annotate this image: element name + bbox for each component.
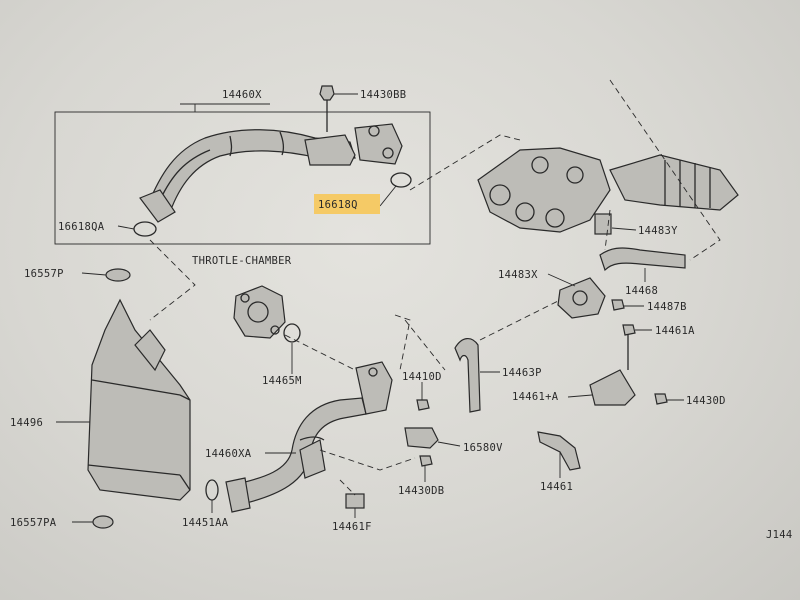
label-14451aa: 14451AA — [182, 517, 229, 529]
label-14483y: 14483Y — [638, 225, 678, 237]
clip-14461f — [345, 493, 365, 509]
o-ring-14451aa — [205, 479, 219, 501]
label-14410d: 14410D — [402, 371, 442, 383]
dash-line-6 — [404, 319, 446, 371]
pipe-bracket — [304, 134, 356, 166]
leader-14483y — [611, 227, 637, 231]
dash-line-9 — [479, 299, 561, 341]
dash-line-5 — [609, 79, 721, 261]
bracket-14461 — [537, 431, 581, 471]
bolt-14430db — [419, 455, 433, 467]
label-14461a: 14461A — [655, 325, 695, 337]
intake-pipe-lower — [225, 361, 393, 513]
o-ring-16618q — [390, 172, 412, 188]
label-14430bb: 14430BB — [360, 89, 406, 101]
label-14430d: 14430D — [686, 395, 726, 407]
label-14461-plus-a: 14461+A — [512, 391, 559, 403]
cap-16557pa — [92, 515, 114, 529]
dash-line-1 — [409, 134, 521, 191]
dash-line-2 — [149, 239, 196, 321]
leader-14461pa — [567, 394, 593, 398]
bracket-14461a — [589, 324, 668, 406]
label-14496: 14496 — [10, 417, 43, 429]
label-16618qa: 16618QA — [58, 221, 105, 233]
label-14483x: 14483X — [498, 269, 538, 281]
dash-line-10 — [604, 209, 611, 251]
o-ring-16618qa — [133, 221, 157, 237]
sensor-16580v — [404, 427, 439, 449]
label-16557p: 16557P — [24, 268, 64, 280]
sensor-14483y — [594, 213, 612, 235]
cap-16557p — [105, 268, 131, 282]
hose-14463p — [454, 338, 481, 413]
part-highlight — [314, 194, 380, 214]
leader-16618q — [379, 185, 397, 207]
pipe-bracket-lower — [299, 439, 326, 479]
label-14461f: 14461F — [332, 521, 372, 533]
leader-16580v — [437, 441, 461, 447]
label-14460xa: 14460XA — [205, 448, 252, 460]
leader-14483x — [547, 273, 576, 287]
label-14487b: 14487B — [647, 301, 687, 313]
leader-16557p — [81, 272, 107, 276]
label-14461: 14461 — [540, 481, 573, 493]
label-16580v: 16580V — [463, 442, 503, 454]
pipe-end-clamp — [139, 189, 176, 223]
turbo-manifold-assembly — [477, 147, 739, 233]
dash-line-4 — [394, 314, 411, 371]
dash-line-3 — [284, 334, 356, 371]
label-16557pa: 16557PA — [10, 517, 57, 529]
valve-14483x — [557, 277, 625, 319]
label-throttle-chamber: THROTLE-CHAMBER — [192, 255, 292, 267]
o-ring-14465m — [283, 323, 301, 343]
label-14460x: 14460X — [222, 89, 262, 101]
label-14463p: 14463P — [502, 367, 542, 379]
dash-line-8 — [339, 479, 356, 496]
label-16618q: 16618Q — [318, 199, 358, 211]
label-14465m: 14465M — [262, 375, 302, 387]
label-14430db: 14430DB — [398, 485, 444, 497]
label-14468: 14468 — [625, 285, 658, 297]
hose-14468 — [599, 247, 686, 272]
bolt-14430bb — [319, 85, 335, 132]
bolt-14410d — [416, 399, 430, 411]
leader-16618qa — [117, 225, 135, 230]
dash-line-7 — [319, 449, 416, 471]
intercooler-14496 — [87, 298, 191, 501]
throttle-chamber — [233, 285, 286, 339]
label-j144: J144 — [766, 529, 793, 541]
